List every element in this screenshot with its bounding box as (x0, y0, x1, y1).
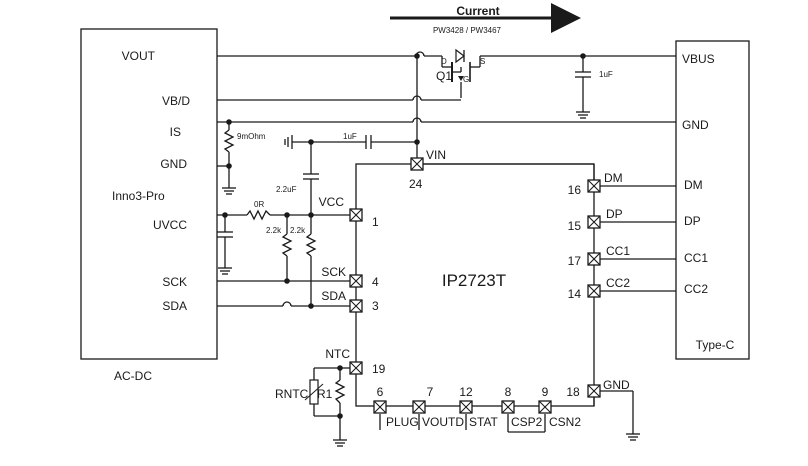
acdc-name: Inno3-Pro (112, 189, 165, 203)
pin-vin (410, 157, 424, 171)
pin-ntc (349, 361, 363, 375)
pin-cc2-num: 14 (568, 287, 582, 301)
mosfet-pin-s: S (480, 57, 485, 66)
pin-dm (587, 179, 601, 193)
pin-sck-num: 4 (372, 275, 379, 289)
pin-plug-num: 6 (377, 385, 384, 399)
chip-name: IP2723T (442, 271, 506, 290)
acdc-block (80, 28, 218, 360)
mosfet-q1 (451, 62, 471, 98)
res-pull2-label: 2.2k (290, 226, 306, 235)
res-pull1-label: 2.2k (266, 226, 282, 235)
pin-sda-num: 3 (372, 299, 379, 313)
pin-csp2 (501, 400, 515, 414)
is-gnd-line (217, 117, 676, 123)
pin-stat (459, 400, 473, 414)
acdc-pin-vout: VOUT (122, 49, 156, 63)
pin-vin-num: 24 (409, 177, 423, 191)
pin-cc1-name: CC1 (606, 244, 630, 258)
sda-line (217, 301, 356, 307)
chip-body (355, 163, 595, 407)
pin-cc1-num: 17 (568, 254, 582, 268)
pin-plug-name: PLUG (386, 415, 419, 429)
cap-vcc-label: 2.2uF (276, 185, 297, 194)
typec-pin-gnd: GND (682, 118, 709, 132)
pin-vcc-name: VCC (319, 195, 345, 209)
pin-stat-name: STAT (469, 415, 499, 429)
pin-plug (373, 400, 387, 414)
pin-cc2 (587, 284, 601, 298)
acdc-pin-is: IS (170, 125, 181, 139)
pin-csp2-num: 8 (505, 385, 512, 399)
pin-sck-name: SCK (321, 265, 346, 279)
vcc-capacitor (303, 142, 319, 215)
pin-csn2-name: CSN2 (549, 415, 581, 429)
typec-pin-cc2: CC2 (684, 282, 708, 296)
typec-caption: Type-C (696, 338, 735, 352)
res-is-label: 9mOhm (237, 132, 266, 141)
body-diode (455, 48, 465, 64)
pin-gnd-name: GND (603, 378, 630, 392)
uvcc-capacitor (217, 215, 233, 275)
pin-cc1 (587, 252, 601, 266)
pin-dp (587, 215, 601, 229)
pin-sda (349, 299, 363, 313)
pin-vcc-num: 1 (372, 215, 379, 229)
typec-block (675, 40, 750, 360)
acdc-pin-sda: SDA (162, 299, 187, 313)
ntc-network (304, 367, 356, 447)
typec-pin-vbus: VBUS (682, 52, 715, 66)
rntc-label: RNTC (275, 387, 309, 401)
pin-csn2-num: 9 (542, 385, 549, 399)
pin-csn2 (538, 400, 552, 414)
mosfet-part: PW3428 / PW3467 (433, 26, 502, 35)
pin-ntc-name: NTC (325, 347, 350, 361)
bottom-leads (379, 414, 546, 433)
vout-vbus-line (217, 51, 676, 68)
acdc-pin-sck: SCK (162, 275, 187, 289)
pin-gnd-num: 18 (566, 385, 580, 399)
vbd-line (217, 95, 461, 101)
res-0r-label: 0R (254, 200, 264, 209)
pin-dp-name: DP (606, 207, 623, 221)
typec-pin-dm: DM (684, 178, 703, 192)
pin-gnd (587, 384, 601, 398)
junction-dots (222, 53, 586, 419)
pin-cc2-name: CC2 (606, 276, 630, 290)
typec-pin-cc1: CC1 (684, 251, 708, 265)
pin-csp2-name: CSP2 (511, 415, 543, 429)
acdc-pin-gnd: GND (160, 157, 187, 171)
sense-resistor (217, 122, 236, 195)
vbus-capacitor (575, 56, 591, 119)
pin-sda-name: SDA (321, 289, 346, 303)
pin-dp-num: 15 (568, 219, 582, 233)
r1-label: R1 (317, 387, 333, 401)
acdc-caption: AC-DC (114, 369, 152, 383)
mosfet-pin-g: G (463, 75, 469, 84)
chip-gnd-line (593, 390, 640, 441)
pin-sck (349, 274, 363, 288)
acdc-pin-vbd: VB/D (162, 94, 190, 108)
cap-vin-label: 1uF (343, 132, 357, 141)
mosfet-ref: Q1 (436, 69, 452, 83)
pin-voutd-num: 7 (427, 385, 434, 399)
pin-dm-name: DM (604, 171, 623, 185)
pin-vcc (349, 208, 363, 222)
mosfet-pin-d: D (441, 57, 447, 66)
pin-voutd (412, 400, 426, 414)
current-label: Current (456, 4, 499, 18)
pin-voutd-name: VOUTD (422, 415, 464, 429)
acdc-pin-uvcc: UVCC (153, 218, 187, 232)
vin-capacitor (284, 135, 417, 149)
typec-pin-dp: DP (684, 214, 701, 228)
pin-ntc-num: 19 (372, 362, 386, 376)
pin-vin-name: VIN (426, 148, 446, 162)
pin-dm-num: 16 (568, 183, 582, 197)
cap-vbus-label: 1uF (599, 70, 613, 79)
pin-stat-num: 12 (459, 385, 473, 399)
